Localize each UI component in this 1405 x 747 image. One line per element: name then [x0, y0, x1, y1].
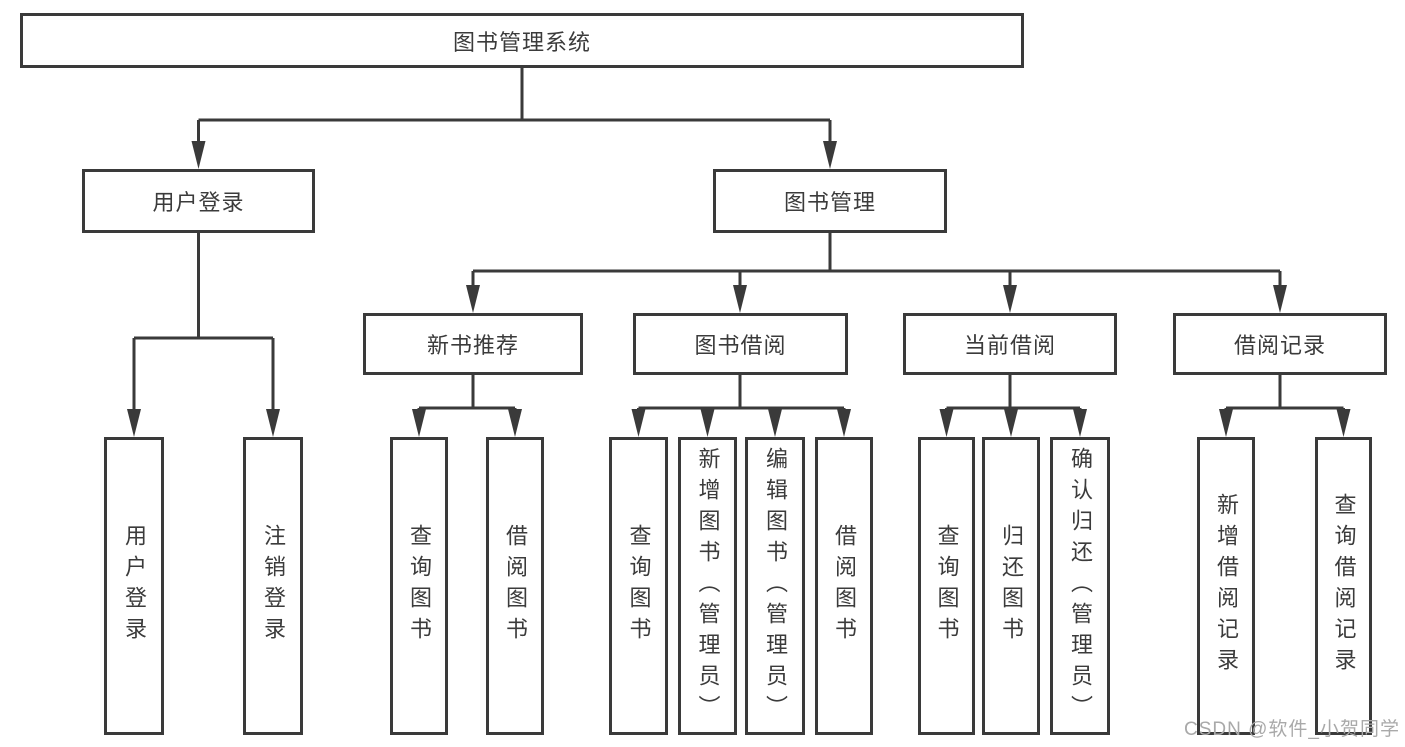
node-label: 查询图书 — [934, 524, 960, 648]
leaf-query-borrow-record: 查询借阅记录 — [1315, 437, 1372, 735]
node-label: 归还图书 — [999, 524, 1024, 648]
node-label: 用户登录 — [122, 524, 147, 648]
node-label: 注销登录 — [261, 524, 286, 648]
node-book-management: 图书管理 — [713, 169, 947, 233]
node-label: 确认归还（管理员） — [1068, 446, 1093, 726]
csdn-watermark: CSDN @软件_小贺同学 — [1184, 719, 1400, 740]
arrowhead — [412, 409, 426, 437]
arrowhead — [466, 285, 480, 313]
connector-root-to-level2 — [197, 68, 832, 144]
node-label: 编辑图书（管理员） — [763, 446, 788, 726]
arrowhead — [1004, 409, 1018, 437]
arrowhead — [1219, 409, 1233, 437]
node-borrow-records: 借阅记录 — [1173, 313, 1387, 375]
node-user-login: 用户登录 — [82, 169, 315, 233]
arrowhead — [191, 141, 206, 169]
leaf-edit-book-admin: 编辑图书（管理员） — [745, 437, 805, 735]
leaf-user-login: 用户登录 — [104, 437, 164, 735]
node-label: 新书推荐 — [426, 333, 519, 358]
arrowhead — [266, 409, 280, 437]
arrowhead — [768, 409, 782, 437]
arrowhead — [1273, 285, 1287, 313]
node-label: 新增图书（管理员） — [695, 446, 721, 726]
node-library-management-system: 图书管理系统 — [20, 13, 1024, 68]
arrowhead — [127, 409, 141, 437]
node-label: 用户登录 — [152, 190, 245, 215]
leaf-borrow-books-recommend: 借阅图书 — [486, 437, 544, 735]
arrowhead — [1073, 409, 1087, 437]
leaf-confirm-return-admin: 确认归还（管理员） — [1050, 437, 1110, 735]
connector-current-borrow-to-leaves — [945, 375, 1082, 413]
leaf-return-books: 归还图书 — [982, 437, 1040, 735]
leaf-query-books-recommend: 查询图书 — [390, 437, 448, 735]
arrowhead — [508, 409, 522, 437]
arrowhead — [631, 409, 646, 437]
arrowhead — [733, 285, 747, 313]
node-label: 借阅图书 — [503, 524, 528, 648]
node-label: 新增借阅记录 — [1214, 493, 1239, 679]
arrowhead — [1336, 409, 1351, 437]
node-label: 查询图书 — [407, 524, 432, 648]
node-book-borrow: 图书借阅 — [633, 313, 848, 375]
leaf-query-books-borrow: 查询图书 — [609, 437, 668, 735]
connector-user-login-to-leaves — [132, 233, 275, 412]
node-current-borrow: 当前借阅 — [903, 313, 1117, 375]
leaf-query-books-current: 查询图书 — [918, 437, 975, 735]
connector-book-management-to-level3 — [471, 233, 1282, 289]
leaf-logout: 注销登录 — [243, 437, 303, 735]
arrowhead — [700, 409, 715, 437]
node-label: 借阅记录 — [1233, 333, 1326, 358]
leaf-add-borrow-record: 新增借阅记录 — [1197, 437, 1255, 735]
node-new-book-recommend: 新书推荐 — [363, 313, 583, 375]
leaf-borrow-books-borrow: 借阅图书 — [815, 437, 873, 735]
arrowhead — [1003, 285, 1017, 313]
arrowhead — [837, 409, 851, 437]
connector-borrow-records-to-leaves — [1224, 375, 1345, 413]
node-label: 当前借阅 — [963, 333, 1056, 358]
leaf-add-book-admin: 新增图书（管理员） — [678, 437, 737, 735]
node-label: 查询图书 — [626, 524, 652, 648]
node-label: 查询借阅记录 — [1331, 493, 1357, 679]
connector-book-borrow-to-leaves — [637, 375, 846, 413]
arrowhead — [939, 409, 954, 437]
arrowhead — [823, 141, 837, 169]
node-label: 图书管理 — [783, 190, 876, 215]
connector-new-book-to-leaves — [417, 375, 517, 413]
node-label: 图书管理系统 — [452, 29, 591, 55]
node-label: 图书借阅 — [694, 333, 787, 358]
node-label: 借阅图书 — [832, 524, 857, 648]
